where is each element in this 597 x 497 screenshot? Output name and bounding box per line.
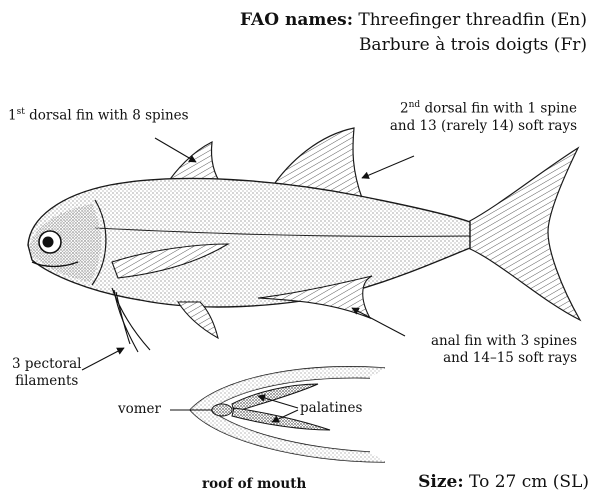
dorsal2-line2: and 13 (rarely 14) soft rays (390, 118, 577, 135)
size-line: Size: To 27 cm (SL) (418, 472, 589, 492)
label-anal-fin: anal fin with 3 spines and 14–15 soft ra… (431, 333, 577, 367)
arrow-dorsal2 (362, 156, 414, 178)
dorsal1-text: dorsal fin with 8 spines (25, 108, 189, 124)
pectoral-filament (116, 292, 130, 344)
dorsal2-sup: nd (409, 100, 421, 110)
anal-line1: anal fin with 3 spines (431, 333, 577, 350)
label-vomer: vomer (118, 401, 161, 418)
anal-line2: and 14–15 soft rays (431, 350, 577, 367)
size-value: To 27 cm (SL) (469, 472, 589, 492)
label-second-dorsal: 2nd dorsal fin with 1 spine and 13 (rare… (390, 97, 577, 135)
pectoral-line2: filaments (12, 373, 81, 390)
roof-of-mouth-caption: roof of mouth (202, 476, 306, 492)
arrow-pectoral (82, 348, 124, 370)
dorsal2-line1: dorsal fin with 1 spine (420, 101, 577, 117)
pectoral-line1: 3 pectoral (12, 356, 81, 373)
pupil (43, 237, 54, 248)
label-first-dorsal: 1st dorsal fin with 8 spines (8, 104, 189, 125)
size-heading: Size: (418, 472, 463, 492)
label-pectoral: 3 pectoral filaments (12, 356, 81, 390)
arrow-dorsal1 (155, 138, 196, 162)
caudal-fin (468, 148, 580, 320)
dorsal2-ordinal: 2 (400, 101, 409, 117)
arrow-anal (352, 308, 405, 336)
dorsal1-ordinal: 1 (8, 108, 17, 124)
vomer-patch (212, 404, 232, 416)
dorsal1-sup: st (17, 107, 25, 117)
label-palatines: palatines (300, 400, 362, 417)
